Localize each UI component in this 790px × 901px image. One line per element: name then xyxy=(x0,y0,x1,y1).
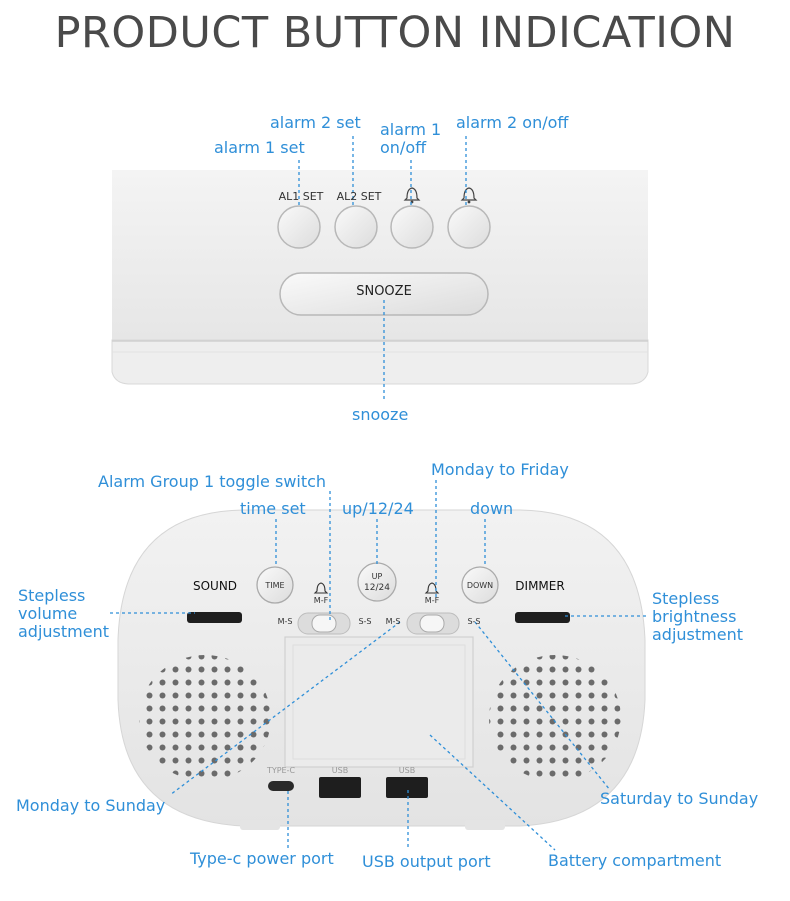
up-1224-button[interactable] xyxy=(357,562,397,602)
down-button[interactable] xyxy=(461,566,499,604)
callout-alarm1-onoff: alarm 1 on/off xyxy=(380,120,442,157)
al1-set-label: AL1 SET xyxy=(278,190,324,203)
time-button[interactable] xyxy=(256,566,294,604)
al1-set-button[interactable] xyxy=(277,205,321,249)
callout-saturday-sunday: Saturday to Sunday xyxy=(600,789,759,808)
callout-down: down xyxy=(470,499,514,518)
callout-time-set: time set xyxy=(240,499,306,518)
callout-stepless-brightness: Stepless brightness adjustment xyxy=(652,589,743,644)
battery-compartment-cover[interactable] xyxy=(284,636,474,768)
callout-alarm1-set: alarm 1 set xyxy=(214,138,305,157)
callout-alarm2-onoff: alarm 2 on/off xyxy=(456,113,569,132)
snooze-label: SNOOZE xyxy=(356,284,412,299)
al2-set-button[interactable] xyxy=(334,205,378,249)
time-button-label: TIME xyxy=(265,581,285,590)
alarm1-onoff-button[interactable] xyxy=(390,205,434,249)
typec-port-label: TYPE-C xyxy=(266,766,296,775)
callout-typec-port: Type-c power port xyxy=(190,849,334,868)
dimmer-label: DIMMER xyxy=(515,579,565,593)
usb-port-label-1: USB xyxy=(331,766,349,775)
ms-label-1: M-S xyxy=(277,617,293,626)
ss-label-2: S-S xyxy=(467,617,481,626)
mf-label-1: M-F xyxy=(313,596,329,605)
up-button-label-line2: 12/24 xyxy=(364,583,390,593)
typec-port[interactable] xyxy=(268,781,294,791)
callout-snooze: snooze xyxy=(352,405,409,424)
top-view-device xyxy=(111,170,649,385)
top-body xyxy=(112,170,648,340)
sound-label: SOUND xyxy=(192,579,238,593)
down-button-label: DOWN xyxy=(466,581,494,590)
back-view-device xyxy=(117,509,646,830)
right-speaker-grille xyxy=(489,655,621,781)
ss-label-1: S-S xyxy=(358,617,372,626)
volume-slider[interactable] xyxy=(187,612,242,623)
callout-stepless-volume: Stepless volume adjustment xyxy=(18,586,109,641)
top-base xyxy=(111,339,649,385)
callout-monday-friday: Monday to Friday xyxy=(431,460,569,479)
page-title: PRODUCT BUTTON INDICATION xyxy=(54,8,736,58)
left-speaker-grille xyxy=(139,655,271,781)
callout-usb-port: USB output port xyxy=(362,852,491,871)
back-leader-lines xyxy=(110,480,648,851)
mf-label-2: M-F xyxy=(424,596,440,605)
callout-monday-sunday: Monday to Sunday xyxy=(16,796,166,815)
callout-up-1224: up/12/24 xyxy=(342,499,414,518)
usb-port-2[interactable] xyxy=(386,777,428,798)
callout-battery: Battery compartment xyxy=(548,851,722,870)
top-leader-lines xyxy=(298,136,467,400)
usb-port-1[interactable] xyxy=(319,777,361,798)
al2-set-label: AL2 SET xyxy=(336,190,382,203)
callout-alarm2-set: alarm 2 set xyxy=(270,113,361,132)
ms-label-2: M-S xyxy=(385,617,401,626)
bell-icon xyxy=(460,187,478,204)
usb-port-label-2: USB xyxy=(398,766,416,775)
callout-alarm-group-toggle: Alarm Group 1 toggle switch xyxy=(98,472,327,491)
up-button-label-line1: UP xyxy=(371,572,383,581)
bell-icon xyxy=(313,582,329,594)
brightness-slider[interactable] xyxy=(515,612,570,623)
alarm2-onoff-button[interactable] xyxy=(447,205,491,249)
